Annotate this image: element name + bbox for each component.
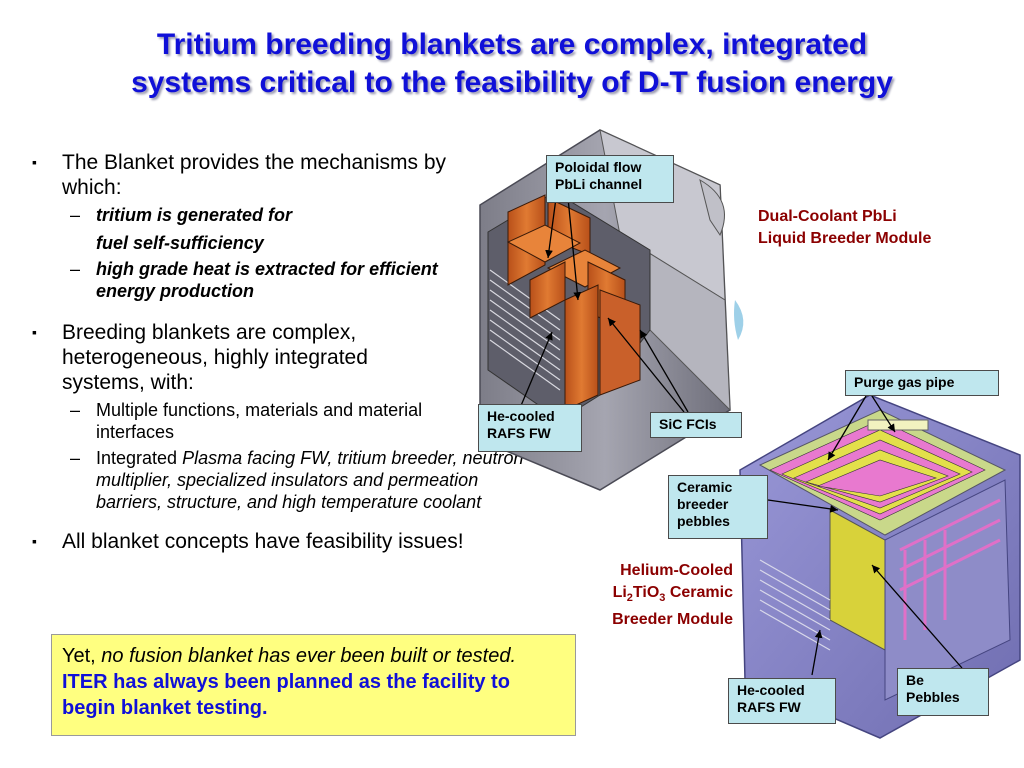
dcll-module-figure	[479, 129, 744, 491]
magenta-stripes	[899, 498, 1001, 640]
hccb-sub2: 2	[626, 592, 633, 605]
highlight-italic: no fusion blanket has ever been built or…	[101, 645, 517, 667]
hccb-module-figure	[739, 394, 1021, 739]
leader-lines	[519, 197, 963, 676]
hccb-sub3: 3	[659, 592, 666, 605]
sub-bullet-tritium-line1: tritium is generated for	[96, 205, 293, 225]
dash-glyph: –	[70, 400, 81, 420]
hccb-tio: TiO	[632, 584, 660, 601]
sub-bullet-functions-text: Multiple functions, materials and materi…	[96, 400, 423, 442]
bullet-blanket-mechanisms: ▪ The Blanket provides the mechanisms by…	[30, 150, 570, 302]
callout-sic-fcis: SiC FCIs	[650, 412, 742, 438]
callout-be-pebbles: Be Pebbles	[897, 668, 989, 716]
hccb-label-line1: Helium-Cooled	[620, 562, 733, 579]
dash-glyph: –	[70, 448, 81, 468]
sub-bullet-heat: – high grade heat is extracted for effic…	[30, 258, 476, 302]
bullet-complex-systems: ▪ Breeding blankets are complex, heterog…	[30, 320, 570, 513]
sub-bullet-functions: – Multiple functions, materials and mate…	[30, 399, 456, 443]
dcll-pipe	[699, 178, 725, 237]
callout-purge-gas-pipe: Purge gas pipe	[845, 370, 999, 396]
sub-bullet-tritium: – tritium is generated for fuel self-suf…	[30, 204, 570, 254]
ceramic-breeder-plates	[769, 419, 986, 521]
hccb-label-line3: Breeder Module	[612, 611, 733, 629]
hccb-ceramic: Ceramic	[665, 584, 733, 601]
callout-he-cooled-fw-top: He-cooled RAFS FW	[478, 404, 582, 452]
sub-bullet-tritium-line2: fuel self-sufficiency	[96, 233, 264, 253]
bullet-list: ▪ The Blanket provides the mechanisms by…	[30, 150, 570, 566]
callout-ceramic-breeder: Ceramic breeder pebbles	[668, 475, 768, 539]
pbli-channels	[506, 194, 641, 411]
bullet-feasibility: ▪ All blanket concepts have feasibility …	[30, 529, 570, 554]
sub-bullet-integrated-text: Integrated Plasma facing FW, tritium bre…	[96, 447, 536, 513]
dcll-label-line1: Dual-Coolant PbLi	[758, 208, 897, 225]
bullet-square-icon: ▪	[32, 324, 37, 340]
dcll-module-label: Dual-Coolant PbLi Liquid Breeder Module	[758, 206, 931, 250]
dcll-fw-channels	[489, 269, 561, 391]
dash-glyph: –	[70, 259, 81, 279]
highlight-blue: ITER has always been planned as the faci…	[62, 671, 510, 719]
dcll-label-line2: Liquid Breeder Module	[758, 230, 932, 247]
hccb-module-label: Helium-Cooled Li2TiO3 Ceramic Breeder Mo…	[583, 560, 733, 631]
sub-bullet-heat-text: high grade heat is extracted for efficie…	[96, 259, 438, 301]
highlight-box: Yet, no fusion blanket has ever been bui…	[51, 634, 576, 736]
highlight-plain: Yet,	[62, 645, 102, 667]
bullet-text: Breeding blankets are complex, heterogen…	[62, 321, 368, 394]
title-line-2: systems critical to the feasibility of D…	[131, 66, 893, 99]
slide-title: Tritium breeding blankets are complex, i…	[0, 26, 1024, 102]
integrated-plain: Integrated	[96, 448, 183, 468]
hccb-li: Li	[612, 584, 627, 601]
bullet-square-icon: ▪	[32, 154, 37, 170]
bullet-square-icon: ▪	[32, 533, 37, 549]
purge-gas-pipe-shape	[867, 419, 929, 431]
bullet-text: All blanket concepts have feasibility is…	[62, 530, 464, 553]
callout-poloidal-flow: Poloidal flow PbLi channel	[546, 155, 674, 203]
bullet-text: The Blanket provides the mechanisms by w…	[62, 151, 447, 199]
callout-he-cooled-fw-bottom: He-cooled RAFS FW	[728, 678, 836, 724]
hccb-label-line2: Li2TiO3 Ceramic	[583, 582, 733, 609]
dash-glyph: –	[70, 205, 81, 225]
dcll-pipe-end	[734, 300, 744, 340]
title-line-1: Tritium breeding blankets are complex, i…	[156, 28, 868, 61]
sub-bullet-integrated: – Integrated Plasma facing FW, tritium b…	[30, 447, 536, 513]
integrated-italic: Plasma facing FW, tritium breeder, neutr…	[96, 448, 524, 512]
hccb-right-face	[884, 479, 1011, 701]
